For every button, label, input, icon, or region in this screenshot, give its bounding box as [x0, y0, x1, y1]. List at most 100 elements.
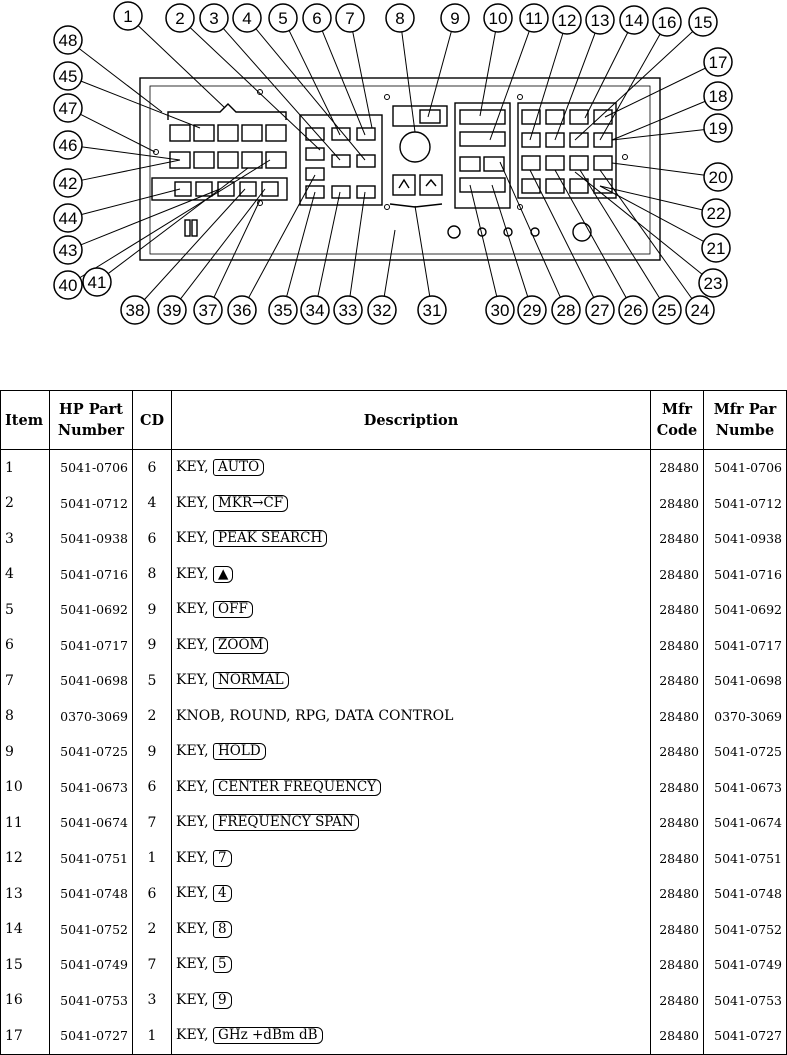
leader-line: [81, 159, 181, 181]
cell-hp-part-number-text: 5041-0692: [60, 602, 128, 618]
callout-number: 17: [709, 53, 728, 72]
cell-item-text: 10: [5, 779, 23, 796]
cell-hp-part-number: 5041-0716: [49, 556, 133, 592]
callout-number: 29: [523, 301, 542, 320]
cell-mfr-part-number-text: 5041-0752: [714, 921, 782, 937]
cell-item: 17: [0, 1018, 50, 1055]
cell-mfr-part-number: 5041-0749: [703, 947, 787, 983]
cell-mfr-code-text: 28480: [659, 531, 699, 547]
leader-line: [248, 174, 316, 298]
left-key-block: [151, 103, 288, 237]
cell-hp-part-number: 5041-0717: [49, 627, 133, 663]
cell-description: KEY, 9: [171, 982, 651, 1018]
cell-mfr-code: 28480: [650, 982, 704, 1018]
callout-40: 40: [53, 270, 83, 300]
callout-5: 5: [268, 3, 298, 33]
cell-cd-text: 9: [147, 601, 157, 618]
cell-item-text: 14: [5, 921, 23, 938]
leader-line: [529, 169, 595, 298]
callout-33: 33: [333, 295, 363, 325]
callout-17: 17: [703, 47, 733, 77]
callout-number: 8: [395, 9, 404, 28]
cell-hp-part-number-text: 0370-3069: [60, 708, 128, 724]
callout-1: 1: [113, 1, 143, 31]
cell-hp-part-number-text: 5041-0674: [60, 815, 128, 831]
cell-mfr-code: 28480: [650, 556, 704, 592]
callout-number: 21: [707, 239, 726, 258]
callout-number: 13: [591, 11, 610, 30]
callout-14: 14: [619, 5, 649, 35]
leader-line: [611, 162, 705, 176]
cell-cd: 9: [132, 627, 172, 663]
knob-block: [389, 105, 448, 208]
cell-mfr-part-number: 0370-3069: [703, 698, 787, 734]
cell-mfr-part-number: 5041-0712: [703, 485, 787, 521]
cell-mfr-part-number: 5041-0727: [703, 1018, 787, 1055]
cell-cd: 5: [132, 663, 172, 699]
leader-line: [611, 100, 706, 141]
callout-15: 15: [688, 7, 718, 37]
cell-item-text: 2: [5, 495, 14, 512]
callout-34: 34: [300, 295, 330, 325]
callout-4: 4: [232, 3, 262, 33]
callout-circle: [701, 198, 731, 228]
description-prefix: KEY,: [176, 672, 214, 689]
description-prefix: KEY,: [176, 814, 214, 831]
cell-mfr-code: 28480: [650, 734, 704, 770]
cell-hp-part-number: 5041-0751: [49, 840, 133, 876]
cell-description: KEY, OFF: [171, 592, 651, 628]
callout-circle: [53, 168, 83, 198]
callout-29: 29: [517, 295, 547, 325]
connector-row: [447, 222, 592, 242]
cell-cd: 1: [132, 840, 172, 876]
keycap-label: 7: [213, 849, 232, 867]
callout-number: 15: [694, 13, 713, 32]
callout-number: 4: [242, 9, 251, 28]
cell-item-text: 5: [5, 601, 14, 618]
callout-number: 14: [625, 11, 644, 30]
callout-36: 36: [227, 295, 257, 325]
cell-mfr-code-text: 28480: [659, 1028, 699, 1044]
cell-mfr-part-number: 5041-0692: [703, 592, 787, 628]
leader-line: [604, 67, 706, 118]
cell-mfr-part-number-text: 5041-0717: [714, 637, 782, 653]
cell-mfr-code-text: 28480: [659, 495, 699, 511]
cell-mfr-code-text: 28480: [659, 460, 699, 476]
callout-13: 13: [585, 5, 615, 35]
callout-number: 30: [491, 301, 510, 320]
callout-circle: [703, 47, 733, 77]
cell-item: 3: [0, 521, 50, 557]
keycap-label: FREQUENCY SPAN: [213, 814, 359, 832]
leader-line: [317, 191, 341, 297]
keycap-label: 9: [213, 991, 232, 1009]
cell-cd-text: 8: [147, 566, 157, 583]
cell-cd-text: 1: [147, 1027, 157, 1044]
callout-circle: [585, 5, 615, 35]
cell-cd-text: 4: [147, 495, 157, 512]
cell-hp-part-number: 5041-0706: [49, 449, 133, 486]
callout-11: 11: [519, 3, 549, 33]
leader-line: [414, 205, 431, 297]
description-prefix: KEY,: [176, 849, 214, 866]
cell-hp-part-number-text: 5041-0717: [60, 637, 128, 653]
cell-mfr-code: 28480: [650, 769, 704, 805]
cell-cd-text: 7: [147, 814, 157, 831]
cell-mfr-code: 28480: [650, 911, 704, 947]
callout-circle: [652, 295, 682, 325]
cell-cd: 6: [132, 521, 172, 557]
callout-number: 41: [88, 273, 107, 292]
leader-line: [144, 188, 246, 300]
callout-number: 16: [658, 13, 677, 32]
cell-cd-text: 1: [147, 850, 157, 867]
cell-mfr-part-number-text: 5041-0716: [714, 566, 782, 582]
leader-line: [599, 33, 661, 141]
front-panel-drawing: 1234567891011121314161517181920222123484…: [53, 1, 733, 325]
cell-hp-part-number-text: 5041-0673: [60, 779, 128, 795]
callout-25: 25: [652, 295, 682, 325]
cell-cd: 9: [132, 734, 172, 770]
